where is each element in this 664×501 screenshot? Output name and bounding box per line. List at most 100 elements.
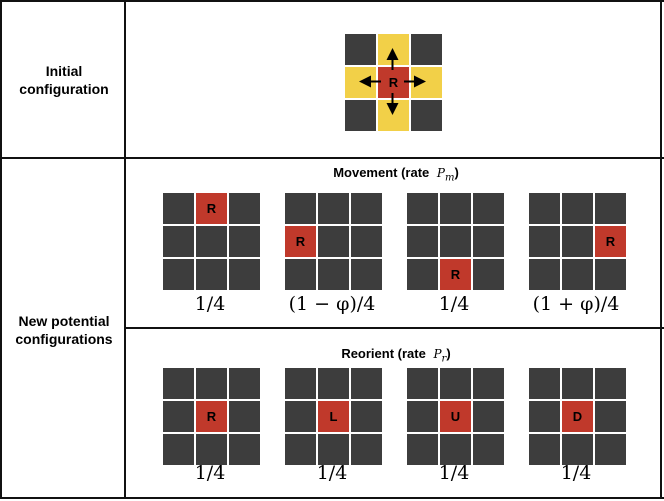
robot-cell: R	[440, 259, 471, 290]
reorient-option-probability: 1/4	[560, 462, 592, 484]
movement-title-close: )	[454, 165, 459, 180]
border-top	[0, 0, 664, 2]
movement-option-grid: R	[163, 193, 260, 290]
movement-option-probability: 1/4	[438, 293, 470, 315]
potential-label-line-1: New potential	[18, 313, 110, 329]
grid-cell	[196, 226, 227, 257]
movement-rate-symbol: Pm	[436, 166, 455, 183]
grid-cell	[229, 226, 260, 257]
grid-cell	[411, 34, 442, 65]
grid-cell	[529, 226, 560, 257]
grid-cell	[318, 259, 349, 290]
grid-cell	[351, 193, 382, 224]
grid-cell	[595, 193, 626, 224]
grid-cell	[407, 259, 438, 290]
grid-cell	[529, 401, 560, 432]
grid-cell	[473, 193, 504, 224]
initial-label-line-1: Initial	[45, 63, 83, 79]
movement-title-text: Movement (rate	[333, 165, 430, 180]
grid-cell	[285, 434, 316, 465]
neighbor-cell	[378, 100, 409, 131]
grid-cell	[407, 434, 438, 465]
robot-cell: U	[440, 401, 471, 432]
movement-option-grid: R	[285, 193, 382, 290]
reorient-rate-sub: r	[441, 353, 447, 365]
grid-cell	[529, 193, 560, 224]
row-divider-main	[0, 157, 664, 159]
grid-cell	[562, 434, 593, 465]
grid-cell	[196, 434, 227, 465]
grid-cell	[229, 434, 260, 465]
robot-cell: R	[196, 401, 227, 432]
grid-cell	[529, 259, 560, 290]
robot-cell: R	[378, 67, 409, 98]
grid-cell	[595, 259, 626, 290]
grid-cell	[351, 401, 382, 432]
grid-cell	[473, 401, 504, 432]
grid-cell	[351, 434, 382, 465]
reorient-option-probability: 1/4	[438, 462, 470, 484]
neighbor-cell	[378, 34, 409, 65]
grid-cell	[595, 434, 626, 465]
robot-cell: D	[562, 401, 593, 432]
grid-cell	[318, 226, 349, 257]
robot-cell: R	[285, 226, 316, 257]
grid-cell	[407, 226, 438, 257]
grid-cell	[529, 434, 560, 465]
reorient-option-grid: R	[163, 368, 260, 465]
reorient-option-probability: 1/4	[316, 462, 348, 484]
grid-cell	[318, 193, 349, 224]
grid-cell	[163, 193, 194, 224]
reorient-title: Reorient (rate Pr)	[126, 346, 664, 364]
new-potential-configurations-label: New potential configurations	[4, 312, 124, 348]
grid-cell	[407, 193, 438, 224]
grid-cell	[473, 259, 504, 290]
grid-cell	[411, 100, 442, 131]
grid-cell	[595, 401, 626, 432]
movement-option-grid: R	[529, 193, 626, 290]
grid-cell	[163, 401, 194, 432]
grid-cell	[229, 259, 260, 290]
reorient-rate-letter: P	[433, 347, 442, 361]
grid-cell	[562, 259, 593, 290]
grid-cell	[562, 226, 593, 257]
potential-label-line-2: configurations	[15, 331, 113, 347]
border-right	[660, 0, 662, 499]
robot-cell: R	[595, 226, 626, 257]
grid-cell	[562, 193, 593, 224]
reorient-option-probability: 1/4	[194, 462, 226, 484]
grid-cell	[229, 401, 260, 432]
grid-cell	[407, 368, 438, 399]
movement-option-probability: (1 + φ)/4	[532, 293, 620, 315]
grid-cell	[473, 368, 504, 399]
grid-cell	[473, 226, 504, 257]
grid-cell	[351, 259, 382, 290]
grid-cell	[229, 193, 260, 224]
grid-cell	[163, 226, 194, 257]
grid-cell	[345, 34, 376, 65]
movement-option-grid: R	[407, 193, 504, 290]
movement-rate-letter: P	[436, 166, 445, 180]
reorient-option-grid: L	[285, 368, 382, 465]
grid-cell	[345, 100, 376, 131]
robot-cell: L	[318, 401, 349, 432]
reorient-title-close: )	[446, 346, 451, 361]
grid-cell	[163, 259, 194, 290]
grid-cell	[285, 368, 316, 399]
initial-label-line-2: configuration	[19, 81, 109, 97]
grid-cell	[351, 368, 382, 399]
grid-cell	[318, 434, 349, 465]
grid-cell	[351, 226, 382, 257]
grid-cell	[440, 368, 471, 399]
border-bottom	[0, 497, 664, 499]
grid-cell	[285, 259, 316, 290]
grid-cell	[473, 434, 504, 465]
reorient-rate-symbol: Pr	[433, 347, 447, 365]
grid-cell	[285, 401, 316, 432]
robot-cell: R	[196, 193, 227, 224]
grid-cell	[440, 193, 471, 224]
initial-configuration-label: Initial configuration	[4, 62, 124, 98]
grid-cell	[562, 368, 593, 399]
grid-cell	[529, 368, 560, 399]
